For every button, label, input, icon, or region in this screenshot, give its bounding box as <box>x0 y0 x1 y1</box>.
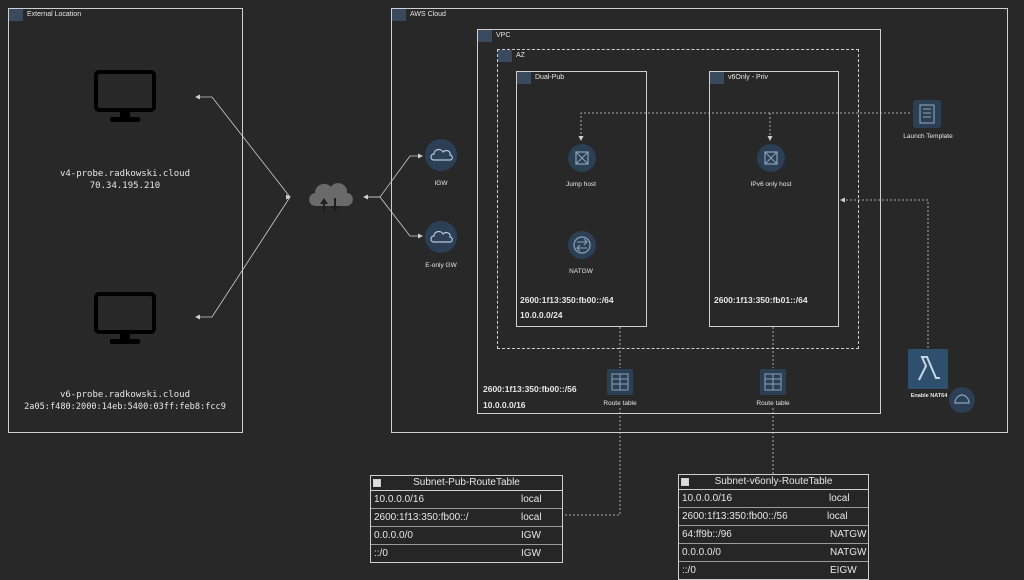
v4-ip-label: 70.34.195.210 <box>89 181 161 191</box>
priv-route-table-label: Route table <box>756 400 790 407</box>
az-label: AZ <box>516 52 525 59</box>
internet-cloud-icon <box>309 183 353 212</box>
eigw-label: E-only GW <box>425 262 457 269</box>
private-subnet-ipv6-cidr: 2600:1f13:350:fb01::/64 <box>714 295 808 305</box>
table-row: 2600:1f13:350:fb00::/56 local <box>679 508 868 526</box>
route-destination: 64:ff9b::/96 <box>682 529 732 540</box>
route-target: IGW <box>521 530 541 541</box>
vpc-label: VPC <box>496 32 511 39</box>
public-subnet-group: Dual-Pub <box>516 71 647 327</box>
lambda-icon <box>908 349 948 389</box>
vpc-ipv6-cidr: 2600:1f13:350:fb00::/56 <box>483 384 577 394</box>
pub-route-table-icon <box>607 369 633 395</box>
route-destination: 10.0.0.0/16 <box>682 493 733 504</box>
ipv6-host-label: IPv6 only host <box>750 181 792 188</box>
route-destination: 0.0.0.0/0 <box>682 547 721 558</box>
eventbridge-icon <box>949 387 975 413</box>
igw-label: IGW <box>434 180 448 187</box>
external-location-group: External Location <box>8 8 243 433</box>
route-target: IGW <box>521 548 541 559</box>
launch-template-label: Launch Template <box>903 133 953 140</box>
table-row: ::/0 EIGW <box>679 562 868 579</box>
table-row: 64:ff9b::/96 NATGW <box>679 526 868 544</box>
priv-route-table-header: Subnet-v6only-RouteTable <box>679 475 868 490</box>
public-subnet-label: Dual-Pub <box>535 74 565 81</box>
private-subnet-group: v6Only - Priv <box>709 71 839 327</box>
az-group: AZ <box>497 49 859 349</box>
launch-template-icon <box>913 100 941 128</box>
route-target: local <box>521 512 542 523</box>
external-location-label: External Location <box>27 11 82 18</box>
aws-cloud-label: AWS Cloud <box>410 11 446 18</box>
vpc-group: VPC <box>477 29 881 414</box>
table-icon <box>681 478 689 486</box>
route-destination: 0.0.0.0/0 <box>374 530 413 541</box>
pub-route-table: Subnet-Pub-RouteTable 10.0.0.0/16 local 2… <box>370 475 563 563</box>
v4-to-internet-line <box>197 96 291 198</box>
pub-route-table-label: Route table <box>603 400 637 407</box>
table-icon <box>373 479 381 487</box>
private-subnet-label: v6Only - Priv <box>728 74 769 81</box>
table-row: 10.0.0.0/16 local <box>371 491 562 509</box>
natgw-label: NATGW <box>569 268 593 275</box>
table-row: 0.0.0.0/0 IGW <box>371 527 562 545</box>
external-location-tag <box>9 9 23 21</box>
route-target: local <box>829 493 850 504</box>
nat64-label: Enable NAT64 <box>910 393 948 399</box>
public-subnet-ipv6-cidr: 2600:1f13:350:fb00::/64 <box>520 295 614 305</box>
v4-monitor-icon <box>94 70 156 122</box>
aws-cloud-group: AWS Cloud <box>391 8 1008 433</box>
egress-only-gateway-icon <box>425 221 457 253</box>
v6-to-internet-line <box>197 196 291 318</box>
az-tag <box>498 50 512 62</box>
route-target: NATGW <box>830 529 867 540</box>
aws-cloud-tag <box>392 9 406 21</box>
route-target: EIGW <box>830 565 857 576</box>
jump-host-label: Jump host <box>566 181 596 188</box>
route-destination: ::/0 <box>374 548 388 559</box>
v4-host-label: v4-probe.radkowski.cloud <box>59 169 191 179</box>
igw-icon <box>425 139 457 171</box>
table-row: 2600:1f13:350:fb00::/ local <box>371 509 562 527</box>
priv-route-table-title: Subnet-v6only-RouteTable <box>714 476 833 487</box>
route-destination: 2600:1f13:350:fb00::/56 <box>682 511 788 522</box>
route-destination: 10.0.0.0/16 <box>374 494 425 505</box>
internet-to-eigw-line <box>364 196 422 237</box>
pub-route-table-header: Subnet-Pub-RouteTable <box>371 476 562 491</box>
route-target: local <box>827 511 848 522</box>
public-subnet-ipv4-cidr: 10.0.0.0/24 <box>520 310 563 320</box>
vpc-ipv4-cidr: 10.0.0.0/16 <box>483 400 526 410</box>
public-subnet-tag <box>517 72 531 84</box>
route-destination: ::/0 <box>682 565 696 576</box>
nat64-to-priv-line <box>842 199 929 348</box>
vpc-tag <box>478 30 492 42</box>
table-row: ::/0 IGW <box>371 545 562 562</box>
route-destination: 2600:1f13:350:fb00::/ <box>374 512 469 523</box>
pub-route-table-title: Subnet-Pub-RouteTable <box>413 477 520 488</box>
ec2-instance-icon <box>568 144 596 172</box>
v6-host-label: v6-probe.radkowski.cloud <box>59 390 191 400</box>
private-subnet-tag <box>710 72 724 84</box>
rt-to-pub-table-line <box>563 408 621 516</box>
table-row: 0.0.0.0/0 NATGW <box>679 544 868 562</box>
route-target: local <box>521 494 542 505</box>
priv-route-table-icon <box>760 369 786 395</box>
nat-gateway-icon <box>568 231 596 259</box>
route-target: NATGW <box>830 547 867 558</box>
v6-ip-label: 2a05:f480:2000:14eb:5400:03ff:feb8:fcc9 <box>24 402 226 412</box>
ipv6-host-icon <box>757 144 785 172</box>
launch-to-jump-line <box>580 112 910 138</box>
table-row: 10.0.0.0/16 local <box>679 490 868 508</box>
priv-route-table: Subnet-v6only-RouteTable 10.0.0.0/16 loca… <box>678 474 869 580</box>
v6-monitor-icon <box>94 292 156 344</box>
